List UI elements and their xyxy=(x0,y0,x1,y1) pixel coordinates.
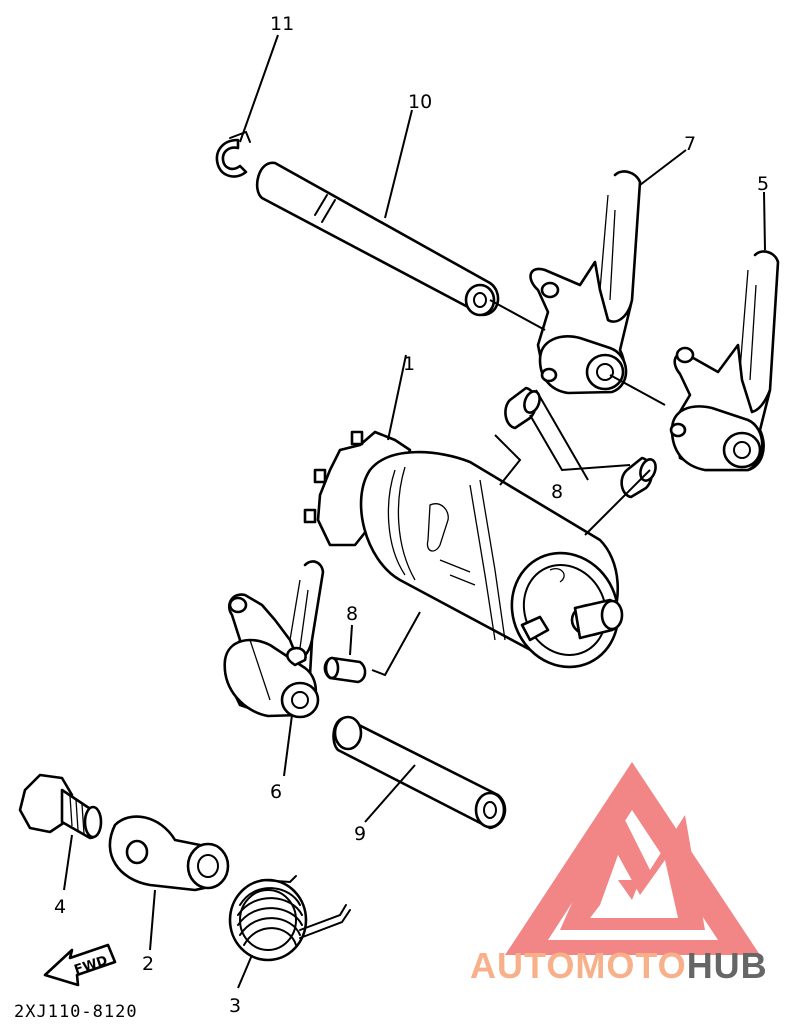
watermark-text-auto: AUTO xyxy=(470,945,575,986)
part-9-shift-fork-shaft xyxy=(332,715,507,830)
callout-4: 4 xyxy=(54,896,66,918)
watermark-text-hub: HUB xyxy=(687,945,768,986)
leader-lines xyxy=(63,34,766,989)
part-2-stopper-lever xyxy=(108,815,230,892)
part-8-guide-pin-b xyxy=(620,456,657,499)
callout-9: 9 xyxy=(354,823,366,845)
automotohub-logo xyxy=(505,762,760,955)
part-3-torsion-spring xyxy=(228,875,351,962)
part-1-shift-drum xyxy=(303,430,624,669)
part-6-shift-fork xyxy=(223,560,325,719)
callout-11: 11 xyxy=(270,13,294,35)
part-7-shift-fork xyxy=(529,170,642,395)
callout-1: 1 xyxy=(403,353,415,375)
callout-numbers: 11 10 7 5 1 8 8 6 9 4 2 3 xyxy=(54,13,769,1017)
diagram-code: 2XJ110-8120 xyxy=(14,1002,138,1022)
part-8-guide-pin-c xyxy=(323,656,367,684)
part-4-bolt xyxy=(18,773,103,840)
part-10-shift-fork-shaft xyxy=(255,161,500,317)
callout-8-upper: 8 xyxy=(551,481,563,503)
part-11-circlip xyxy=(215,130,251,178)
callout-3: 3 xyxy=(229,995,241,1017)
callout-2: 2 xyxy=(142,953,154,975)
callout-5: 5 xyxy=(757,173,769,195)
callout-8-lower: 8 xyxy=(346,603,358,625)
callout-7: 7 xyxy=(684,133,696,155)
callout-10: 10 xyxy=(408,91,432,113)
callout-6: 6 xyxy=(270,781,282,803)
watermark-text-moto: MOTO xyxy=(575,945,686,986)
watermark-text: AUTOMOTOHUB xyxy=(470,945,768,986)
part-5-shift-fork xyxy=(669,250,780,472)
part-8-guide-pin-a xyxy=(504,386,541,430)
fwd-arrow-icon: FWD xyxy=(43,943,117,987)
